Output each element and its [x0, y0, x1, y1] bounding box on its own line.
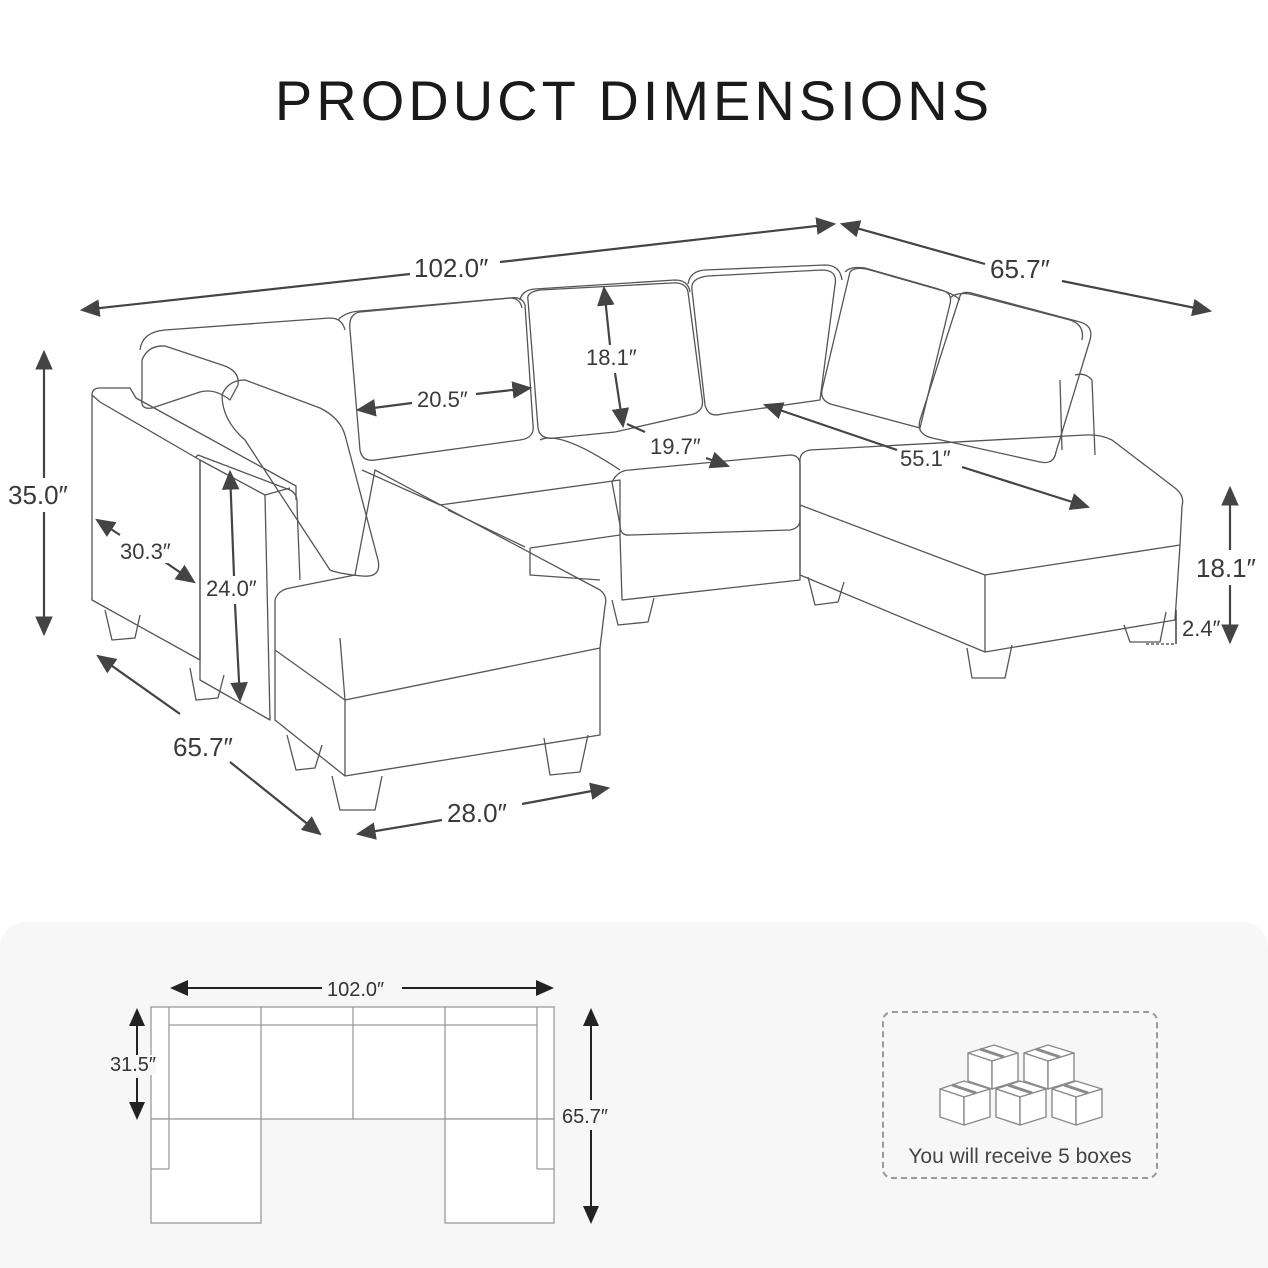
- dim-back-height: 18.1″: [586, 345, 637, 370]
- dim-seat-depth: 19.7″: [650, 434, 701, 459]
- dim-seat-width: 20.5″: [417, 387, 468, 412]
- dim-overall-height: 35.0″: [8, 480, 68, 510]
- dim-overall-depth-right: 65.7″: [990, 254, 1050, 284]
- dim-leg-height: 2.4″: [1182, 616, 1221, 641]
- sofa-isometric-drawing: [35, 217, 1239, 840]
- sofa-top-view-plan: [129, 980, 599, 1224]
- plan-back-depth: 31.5″: [110, 1054, 157, 1076]
- stacked-boxes-icon: [939, 1044, 1103, 1126]
- dim-overall-depth-left: 65.7″: [173, 732, 233, 762]
- plan-width: 102.0″: [327, 979, 385, 1001]
- plan-total-depth: 65.7″: [562, 1106, 609, 1128]
- dim-chaise-length: 55.1″: [900, 446, 951, 471]
- dim-chaise-width: 28.0″: [447, 798, 507, 828]
- page-title: PRODUCT DIMENSIONS: [274, 69, 994, 132]
- dim-arm-height: 24.0″: [206, 576, 257, 601]
- dim-seat-height: 18.1″: [1196, 553, 1256, 583]
- package-info-card: You will receive 5 boxes: [882, 1011, 1158, 1179]
- package-count-text: You will receive 5 boxes: [908, 1145, 1132, 1168]
- dim-overall-width: 102.0″: [414, 253, 489, 283]
- dim-arm-depth: 30.3″: [120, 539, 171, 564]
